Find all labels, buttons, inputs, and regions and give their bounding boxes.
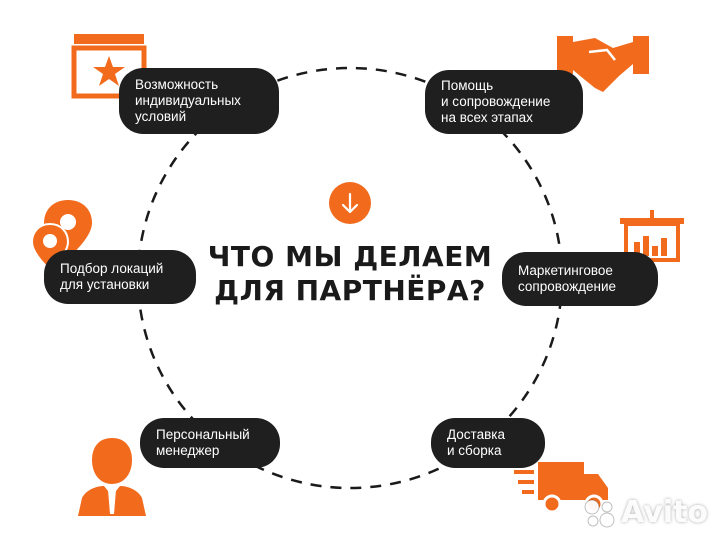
location-pins-icon <box>30 200 92 272</box>
feature-personal-manager: Персональный менеджер <box>140 418 280 468</box>
handshake-icon <box>557 36 649 92</box>
scroll-down-button[interactable] <box>329 182 371 224</box>
feature-support: Помощь и сопровождение на всех этапах <box>425 70 583 134</box>
feature-delivery-assembly: Доставка и сборка <box>431 418 545 468</box>
feature-marketing: Маркетинговое сопровождение <box>502 252 658 306</box>
avito-watermark: Avito <box>583 495 708 530</box>
manager-person-icon <box>78 438 146 516</box>
feature-location-selection: Подбор локаций для установки <box>44 250 196 304</box>
delivery-truck-icon <box>514 462 608 514</box>
avito-logo-icon <box>584 499 615 527</box>
watermark-text: Avito <box>621 495 708 530</box>
feature-individual-terms: Возможность индивидуальных условий <box>119 68 279 134</box>
arrow-down-icon <box>341 192 359 214</box>
page-title: ЧТО МЫ ДЕЛАЕМ ДЛЯ ПАРТНЁРА? <box>207 240 493 307</box>
